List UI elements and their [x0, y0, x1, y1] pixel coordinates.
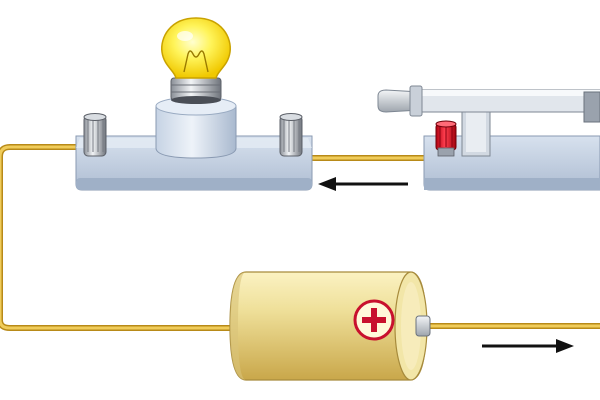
battery-positive-terminal	[415, 315, 431, 337]
knife-switch	[377, 85, 600, 191]
lamp-socket	[155, 96, 237, 159]
battery	[229, 271, 431, 381]
switch-blade	[419, 89, 600, 123]
plus-icon	[353, 299, 395, 341]
filament-icon	[183, 50, 209, 73]
lamp-terminal-left	[83, 113, 107, 157]
lamp-assembly	[75, 17, 313, 191]
arrow-right-icon	[482, 339, 574, 353]
arrow-left-icon	[318, 177, 408, 191]
switch-red-terminal	[435, 120, 457, 157]
wires	[0, 144, 600, 331]
lamp-terminal-right	[279, 113, 303, 157]
light-bulb-icon	[161, 17, 231, 79]
bulb-screw-base	[170, 77, 222, 104]
switch-handle	[377, 85, 423, 117]
lamp-base	[75, 135, 313, 191]
